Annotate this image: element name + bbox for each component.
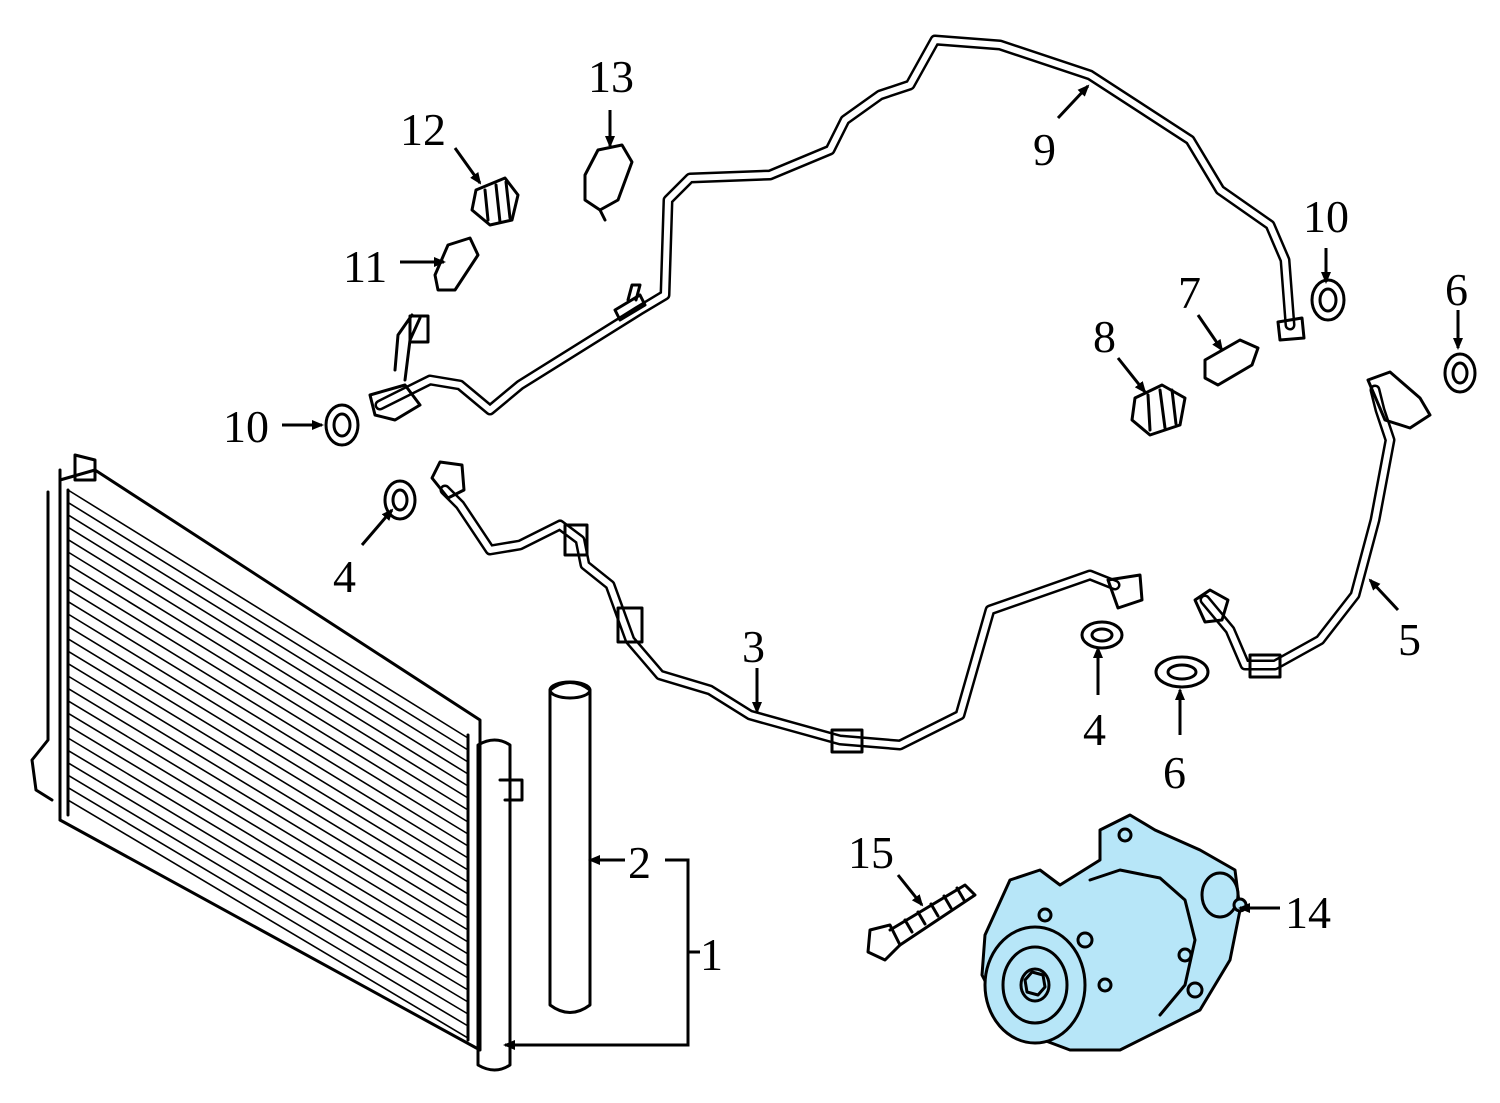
valve-core-11 xyxy=(433,236,480,292)
condenser-fin xyxy=(67,762,469,1003)
condenser-fin xyxy=(67,501,469,751)
o-ring-4-right xyxy=(1080,620,1124,650)
callout-6-top: 6 xyxy=(1445,264,1468,315)
condenser-fin xyxy=(67,662,469,907)
condenser-fin xyxy=(67,538,469,787)
callout-11: 11 xyxy=(343,241,387,292)
condenser-fin xyxy=(67,613,469,859)
ac-compressor xyxy=(980,813,1248,1052)
condenser-fin xyxy=(67,799,469,1039)
condenser-fin xyxy=(67,551,469,799)
condenser-fin xyxy=(67,687,469,931)
callout-10-left: 10 xyxy=(223,401,269,452)
condenser xyxy=(30,453,482,1052)
discharge-line xyxy=(430,460,1144,754)
receiver-drier-tube xyxy=(476,738,524,1072)
o-ring-4-top xyxy=(383,479,417,521)
condenser-fin xyxy=(67,576,469,823)
callout-12: 12 xyxy=(400,104,446,155)
condenser-fin xyxy=(67,588,469,835)
callout-4-right: 4 xyxy=(1083,704,1106,755)
bolt-15 xyxy=(866,883,977,962)
condenser-fin xyxy=(67,675,469,919)
leader-lines xyxy=(282,84,1463,1050)
callout-10-right: 10 xyxy=(1303,191,1349,242)
condenser-fin xyxy=(67,638,469,883)
condenser-fin xyxy=(67,625,469,871)
condenser-fin xyxy=(67,514,469,763)
cap-8 xyxy=(1130,383,1187,437)
suction-line xyxy=(368,34,1306,422)
callout-14: 14 xyxy=(1285,887,1331,938)
callout-8: 8 xyxy=(1093,311,1116,362)
condenser-fin xyxy=(67,700,469,943)
callout-1: 1 xyxy=(700,929,723,980)
o-ring-10-right xyxy=(1310,278,1346,322)
callout-13: 13 xyxy=(588,51,634,102)
condenser-fin xyxy=(67,563,469,811)
liquid-line xyxy=(1193,370,1432,679)
callout-2: 2 xyxy=(628,837,651,888)
cap-12 xyxy=(470,176,520,227)
callout-9: 9 xyxy=(1033,124,1056,175)
condenser-fin xyxy=(67,489,469,739)
condenser-fin xyxy=(67,712,469,955)
condenser-fin xyxy=(67,526,469,775)
callout-3: 3 xyxy=(742,621,765,672)
callout-15: 15 xyxy=(848,827,894,878)
pressure-switch-13 xyxy=(583,143,634,222)
condenser-fin xyxy=(67,774,469,1015)
callout-6-bottom: 6 xyxy=(1163,747,1186,798)
condenser-fin xyxy=(67,737,469,979)
o-ring-6-top xyxy=(1443,352,1477,394)
condenser-fin xyxy=(67,749,469,991)
condenser-fin xyxy=(67,724,469,967)
condenser-fin xyxy=(67,786,469,1027)
o-ring-10-left xyxy=(324,403,360,447)
condenser-fin xyxy=(67,650,469,895)
callout-5: 5 xyxy=(1398,614,1421,665)
valve-core-7 xyxy=(1203,338,1260,387)
condenser-fin xyxy=(67,600,469,847)
callout-labels: 1 2 3 4 4 5 6 6 7 8 9 10 10 11 12 13 14 … xyxy=(223,51,1468,980)
desiccant-cartridge xyxy=(548,680,592,1014)
condenser-fins xyxy=(67,489,469,1039)
callout-7: 7 xyxy=(1178,267,1201,318)
callout-4-top: 4 xyxy=(333,551,356,602)
o-ring-6-bottom xyxy=(1154,655,1210,689)
